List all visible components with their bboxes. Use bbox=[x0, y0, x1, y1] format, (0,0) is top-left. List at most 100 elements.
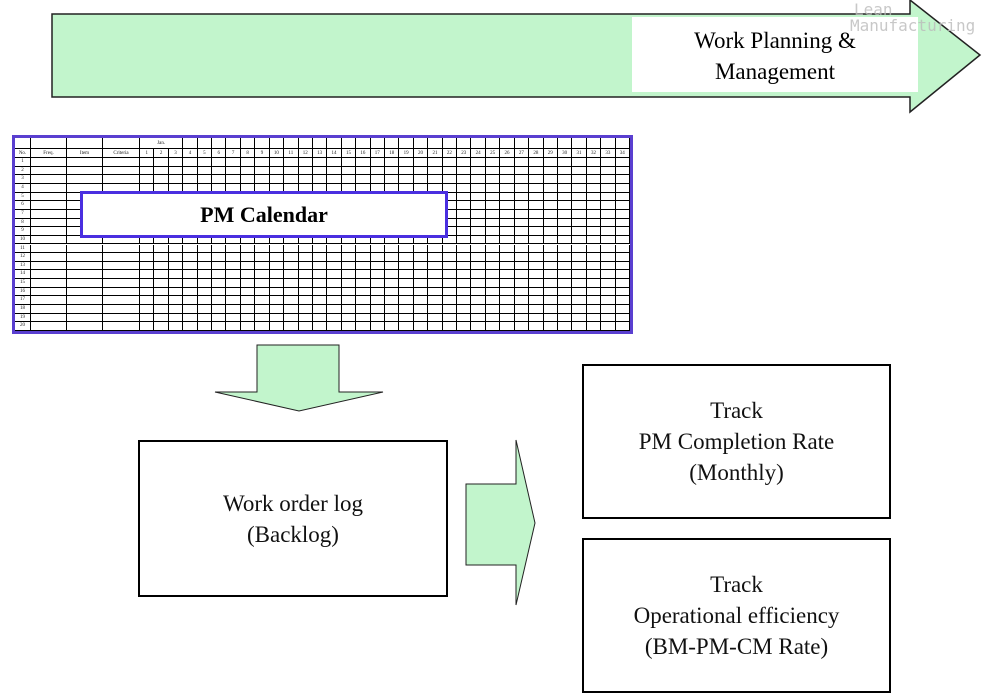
day-header: 22 bbox=[442, 149, 458, 158]
day-cell bbox=[543, 209, 558, 219]
row-number: 15 bbox=[15, 279, 31, 288]
day-cell bbox=[298, 279, 313, 288]
day-cell bbox=[168, 235, 184, 245]
table-cell bbox=[31, 279, 67, 288]
day-cell bbox=[269, 244, 285, 254]
header-blank-cell bbox=[31, 138, 67, 149]
day-cell bbox=[500, 158, 515, 167]
day-cell bbox=[457, 166, 472, 176]
day-cell bbox=[212, 313, 227, 323]
day-cell bbox=[327, 287, 342, 297]
day-cell bbox=[183, 261, 198, 271]
day-cell bbox=[240, 296, 256, 306]
day-cell bbox=[356, 261, 371, 271]
day-cell bbox=[154, 261, 169, 271]
day-header: 27 bbox=[514, 149, 530, 158]
day-cell bbox=[601, 192, 616, 202]
day-cell bbox=[442, 183, 458, 193]
day-cell bbox=[557, 296, 573, 306]
day-cell bbox=[572, 305, 587, 314]
day-cell bbox=[601, 235, 616, 245]
day-header: 34 bbox=[615, 149, 630, 158]
day-cell bbox=[226, 322, 241, 331]
track-pm-line1: Track bbox=[710, 398, 763, 423]
day-cell bbox=[543, 227, 558, 236]
day-cell bbox=[572, 166, 587, 176]
day-cell bbox=[543, 192, 558, 202]
day-cell bbox=[197, 305, 213, 314]
day-cell bbox=[140, 270, 155, 280]
row-number: 3 bbox=[15, 175, 31, 184]
day-cell bbox=[399, 322, 414, 331]
day-cell bbox=[212, 287, 227, 297]
day-cell bbox=[255, 175, 270, 184]
table-cell bbox=[103, 322, 140, 331]
day-header: 3 bbox=[168, 149, 184, 158]
day-cell bbox=[240, 305, 256, 314]
day-cell bbox=[457, 218, 472, 228]
day-cell bbox=[154, 244, 169, 254]
day-cell bbox=[168, 244, 184, 254]
table-cell bbox=[67, 253, 103, 262]
day-cell bbox=[500, 209, 515, 219]
day-cell bbox=[601, 261, 616, 271]
header-blank-cell bbox=[514, 138, 530, 149]
day-cell bbox=[240, 261, 256, 271]
day-cell bbox=[457, 235, 472, 245]
day-cell bbox=[168, 279, 184, 288]
day-cell bbox=[428, 287, 443, 297]
table-cell bbox=[67, 158, 103, 167]
day-cell bbox=[586, 183, 602, 193]
day-cell bbox=[413, 322, 429, 331]
day-cell bbox=[341, 175, 357, 184]
header-blank-cell bbox=[471, 138, 486, 149]
day-cell bbox=[500, 183, 515, 193]
day-cell bbox=[140, 287, 155, 297]
day-cell bbox=[471, 227, 486, 236]
day-header: 19 bbox=[399, 149, 414, 158]
day-cell bbox=[543, 296, 558, 306]
day-cell bbox=[572, 279, 587, 288]
day-cell bbox=[284, 261, 299, 271]
table-cell bbox=[103, 235, 140, 245]
day-cell bbox=[529, 253, 544, 262]
day-cell bbox=[485, 270, 501, 280]
day-cell bbox=[500, 261, 515, 271]
day-cell bbox=[615, 235, 630, 245]
day-cell bbox=[341, 322, 357, 331]
table-cell bbox=[67, 235, 103, 245]
day-cell bbox=[240, 166, 256, 176]
day-cell bbox=[212, 305, 227, 314]
day-cell bbox=[183, 287, 198, 297]
day-cell bbox=[615, 322, 630, 331]
day-cell bbox=[197, 175, 213, 184]
day-cell bbox=[140, 158, 155, 167]
day-cell bbox=[529, 183, 544, 193]
day-cell bbox=[457, 253, 472, 262]
day-cell bbox=[572, 313, 587, 323]
down-arrow bbox=[214, 344, 384, 412]
day-cell bbox=[154, 313, 169, 323]
day-cell bbox=[442, 209, 458, 219]
day-cell bbox=[543, 235, 558, 245]
header-blank-cell bbox=[240, 138, 256, 149]
table-cell bbox=[67, 270, 103, 280]
day-cell bbox=[255, 244, 270, 254]
day-cell bbox=[298, 305, 313, 314]
day-cell bbox=[485, 287, 501, 297]
day-cell bbox=[197, 313, 213, 323]
day-cell bbox=[529, 235, 544, 245]
day-header: 25 bbox=[485, 149, 501, 158]
table-cell bbox=[31, 201, 67, 210]
header-blank-cell bbox=[370, 138, 385, 149]
day-cell bbox=[370, 244, 385, 254]
day-cell bbox=[514, 296, 530, 306]
day-cell bbox=[413, 261, 429, 271]
day-cell bbox=[212, 261, 227, 271]
header-blank-cell bbox=[298, 138, 313, 149]
day-cell bbox=[399, 313, 414, 323]
day-cell bbox=[168, 166, 184, 176]
day-cell bbox=[154, 287, 169, 297]
day-header: 29 bbox=[543, 149, 558, 158]
day-cell bbox=[413, 313, 429, 323]
